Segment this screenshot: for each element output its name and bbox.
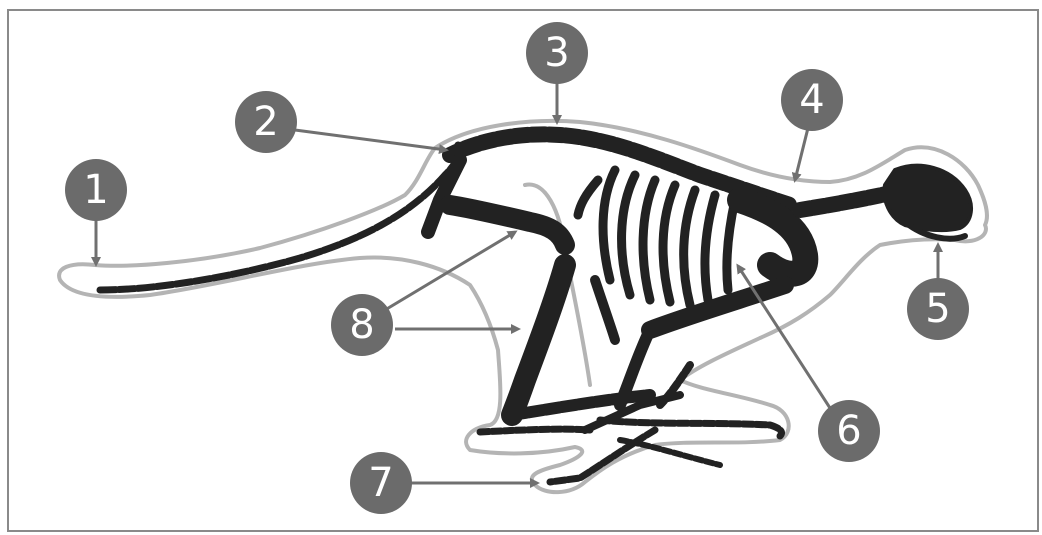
badge-8: 8 <box>331 294 393 356</box>
front-paw-1 <box>600 420 782 436</box>
arrow-2 <box>295 130 446 150</box>
badges: 1 2 3 4 5 6 7 8 <box>65 22 969 514</box>
badge-4-label: 4 <box>799 77 824 123</box>
badge-3-label: 3 <box>544 30 569 76</box>
arrow-4 <box>795 128 808 180</box>
badge-6-label: 6 <box>836 408 861 454</box>
badge-8-label: 8 <box>349 302 374 348</box>
badge-4: 4 <box>781 69 843 131</box>
badge-2: 2 <box>235 91 297 153</box>
skull <box>884 166 971 230</box>
badge-7-label: 7 <box>368 460 393 506</box>
badge-5: 5 <box>907 278 969 340</box>
badge-3: 3 <box>526 22 588 84</box>
badge-6: 6 <box>818 400 880 462</box>
tail-bones <box>100 145 460 290</box>
neck <box>800 192 895 210</box>
badge-5-label: 5 <box>925 286 950 332</box>
femur <box>512 265 565 415</box>
badge-7: 7 <box>350 452 412 514</box>
badge-2-label: 2 <box>253 99 278 145</box>
arrow-8a <box>385 232 515 310</box>
hind-foot <box>480 429 590 432</box>
front-paw-2 <box>550 430 655 482</box>
badge-1: 1 <box>65 159 127 221</box>
badge-1-label: 1 <box>83 167 108 213</box>
